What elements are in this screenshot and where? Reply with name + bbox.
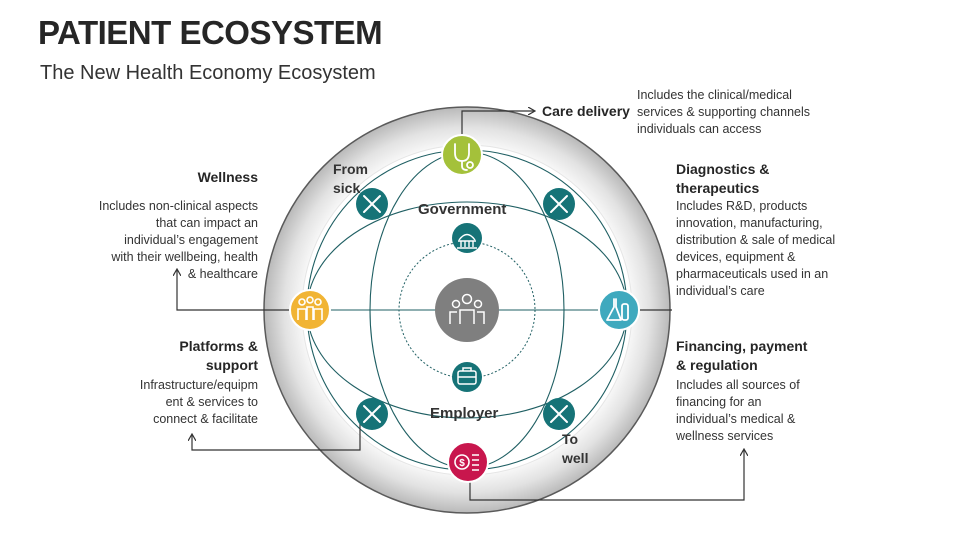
care-delivery-description: Includes the clinical/medical services &… — [637, 88, 811, 136]
platforms-heading: Platforms & support — [179, 338, 258, 373]
tools-node-top-right — [543, 188, 575, 220]
government-label: Government — [418, 201, 507, 218]
briefcase-icon — [457, 367, 477, 385]
financing-node: $ — [447, 441, 489, 483]
coins-dollar-icon: $ — [454, 454, 479, 471]
tools-node-bottom-right — [543, 398, 575, 430]
center-node — [435, 278, 499, 342]
page-subtitle: The New Health Economy Ecosystem — [40, 62, 376, 84]
from-sick-label: From sick — [333, 161, 368, 196]
tools-node-bottom-left — [356, 398, 388, 430]
dashed-orbit — [398, 241, 536, 379]
care-delivery-heading: Care delivery — [542, 103, 630, 119]
diagnostics-description: Includes R&D, products innovation, manuf… — [676, 199, 836, 298]
capitol-building-icon — [457, 233, 477, 249]
lab-flask-icon — [606, 298, 629, 321]
diagnostics-node — [598, 289, 640, 331]
stethoscope-icon — [454, 143, 474, 171]
platforms-description: Infrastructure/equipm ent & services to … — [139, 378, 258, 426]
wellness-node — [289, 289, 331, 331]
connector-wellness — [177, 270, 290, 311]
employer-label: Employer — [430, 405, 499, 422]
care-delivery-node — [441, 134, 483, 176]
to-well-label: To well — [562, 431, 589, 466]
diagnostics-heading: Diagnostics & therapeutics — [676, 161, 770, 196]
wellness-description: Includes non-clinical aspects that can i… — [98, 199, 258, 281]
wellness-heading: Wellness — [197, 169, 258, 185]
tools-node-top-left — [356, 188, 388, 220]
financing-description: Includes all sources of financing for an… — [676, 378, 800, 443]
family-icon — [297, 296, 323, 320]
people-group-icon — [449, 293, 485, 324]
connector-financing — [469, 450, 744, 501]
government-node — [452, 223, 482, 253]
employer-node — [452, 362, 482, 392]
connector-care-delivery — [461, 111, 534, 135]
page-title: PATIENT ECOSYSTEM — [38, 14, 383, 51]
svg-text:$: $ — [459, 458, 465, 469]
connector-platforms — [192, 418, 361, 451]
financing-heading: Financing, payment & regulation — [676, 338, 808, 373]
